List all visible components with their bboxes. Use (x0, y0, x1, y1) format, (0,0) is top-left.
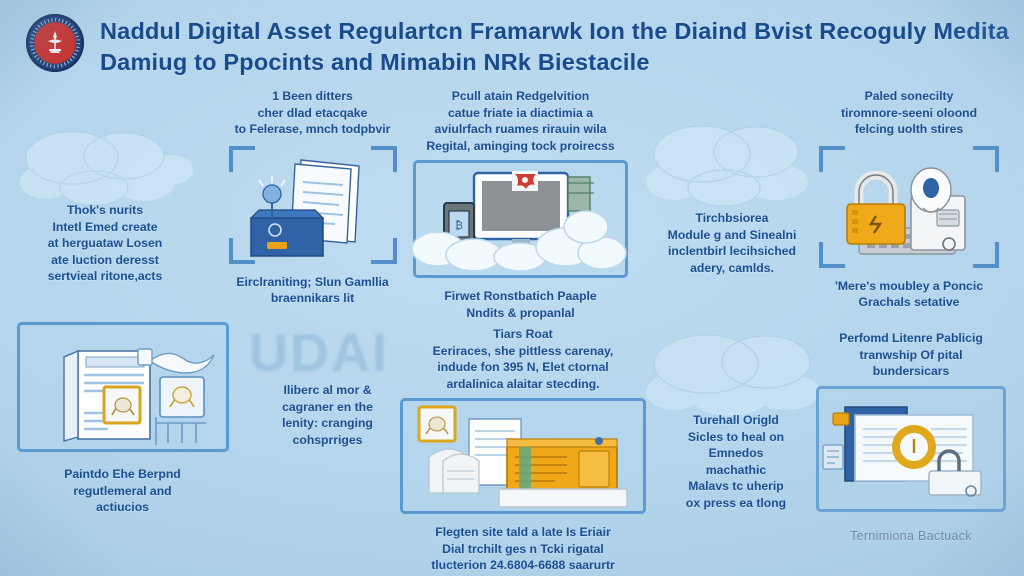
udai-watermark: UDAI (249, 323, 389, 383)
cell-bottom-3: Tiars Roat Eeriraces, she pittless caren… (398, 326, 648, 574)
cell-bottom-1-caption: Paintdo Ehe Berpnd regutlemeral and acti… (64, 467, 181, 514)
cell-top-1-caption-below: Eirclraniting; Slun Gamllia braennikars … (236, 274, 389, 306)
monitor-with-clouds-illustration: ₿ (411, 171, 627, 272)
title-line-1: Naddul Digital Asset Regulartcn Framarwk… (100, 18, 1009, 44)
document-stack-with-folder-illustration (249, 158, 360, 257)
cell-bottom-5-caption-above: Perfomd Litenre Pablicig tranwship Of pi… (839, 331, 983, 378)
title-line-2: Damiug to Ppocints and Mimabin NRk Biest… (100, 49, 650, 75)
cell-top-1: 1 Been ditters cher dlad etacqake to Fel… (205, 88, 420, 307)
cell-bottom-5-frame (816, 385, 1006, 512)
cell-top-2-caption-above: Pcull atain Redgelvition catue friate ia… (426, 89, 615, 153)
cloud-cluster-illustration (640, 120, 820, 214)
cell-bottom-1-frame (16, 322, 229, 452)
poster-title: Naddul Digital Asset Regulartcn Framarwk… (84, 10, 1009, 78)
cell-top-4-caption-above: Paled sonecilty tiromnore-seeni oloond f… (840, 89, 978, 136)
cell-top-2-caption-below: Firwet Ronstbatich Paaple Nndits & propa… (444, 289, 597, 320)
cell-top-4-caption-below: 'Mere's moubley a Poncic Grachals setati… (834, 278, 984, 310)
cell-top-4: Paled sonecilty tiromnore-seeni oloond f… (800, 88, 1018, 311)
government-seal-icon (26, 14, 84, 72)
cell-bottom-1: Paintdo Ehe Berpnd regutlemeral and acti… (10, 322, 235, 516)
cell-bottom-3-caption-above: Tiars Roat Eeriraces, she pittless caren… (432, 327, 614, 391)
seal-emblem-icon (48, 31, 62, 53)
cell-top-4-frame (819, 145, 999, 268)
cell-top-3-caption: Tirchbsiorea Module g and Sinealni incle… (667, 211, 797, 275)
certificate-with-seal-illustration (822, 405, 982, 497)
cloud-cluster-illustration (642, 330, 832, 422)
cell-top-1-caption-above: 1 Been ditters cher dlad etacqake to Fel… (234, 89, 391, 136)
cell-bottom-3-frame (400, 398, 646, 514)
cell-top-left-edge-caption: Thok's nurits Intetl Emed create at herg… (47, 203, 163, 283)
newspaper-and-badge-illustration (62, 348, 215, 445)
server-rack-gold-illustration (417, 405, 628, 508)
padlock-and-server-illustration (846, 166, 966, 255)
cell-bottom-5-caption-below: Ternimiona Bactuack (850, 528, 972, 543)
cell-top-2: Pcull atain Redgelvition catue friate ia… (398, 88, 643, 321)
cloud-cluster-illustration (16, 130, 196, 208)
svg-text:₿: ₿ (455, 220, 463, 232)
cell-bottom-3-caption-below: Flegten site tald a late Is Eriair Dial … (431, 525, 615, 572)
cell-top-1-frame (228, 145, 397, 264)
cell-top-2-frame: ₿ (411, 160, 628, 278)
poster-header: Naddul Digital Asset Regulartcn Framarwk… (0, 0, 1024, 86)
cell-bottom-2-caption: Iliberc al mor & cagraner en the lenity:… (282, 383, 373, 447)
cell-bottom-4-caption: Turehall Origld Sicles to heal on Emnedo… (685, 413, 787, 510)
cell-bottom-5: Perfomd Litenre Pablicig tranwship Of pi… (800, 330, 1022, 544)
